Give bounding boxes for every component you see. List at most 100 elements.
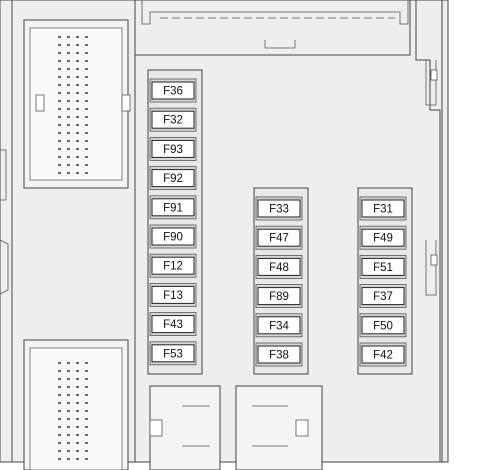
connector-pin (67, 92, 70, 94)
fuse-label: F13 (163, 290, 183, 302)
connector-pin (85, 116, 88, 118)
connector-pin (76, 140, 79, 142)
fuse-body (257, 345, 301, 364)
fuse-f91: F91 (149, 195, 197, 220)
connector-pin (67, 44, 70, 46)
connector-pin (58, 370, 61, 372)
connector-pin (67, 442, 70, 444)
connector-pin (67, 426, 70, 428)
fuse-f48: F48 (255, 254, 303, 279)
connector-pin (58, 410, 61, 412)
connector-pin (58, 68, 61, 70)
connector-pin (67, 100, 70, 102)
fuse-label: F32 (163, 115, 183, 127)
fuse-f33: F33 (255, 196, 303, 221)
connector-pin (76, 442, 79, 444)
connector-pin (67, 84, 70, 86)
connector-pin (85, 76, 88, 78)
connector-pin (58, 140, 61, 142)
fuse-body (151, 256, 195, 275)
fuse-label: F36 (163, 86, 183, 98)
fuse-body (151, 110, 195, 129)
connector-pin (67, 108, 70, 110)
fuse-f50: F50 (359, 313, 407, 338)
connector-pin (58, 148, 61, 150)
connector-pin (76, 394, 79, 396)
fuse-body (257, 199, 301, 218)
connector-pin (67, 418, 70, 420)
fuse-f34: F34 (255, 313, 303, 338)
connector-pin (58, 418, 61, 420)
connector-lower-left (23, 339, 129, 470)
fuse-f89: F89 (255, 284, 303, 309)
connector-pin (58, 434, 61, 436)
connector-pin (58, 76, 61, 78)
connector-pin (67, 148, 70, 150)
fuse-label: F91 (163, 202, 183, 214)
connector-pin (76, 386, 79, 388)
connector-pin (58, 164, 61, 166)
connector-pin (85, 426, 88, 428)
connector-pin (58, 450, 61, 452)
fuse-label: F49 (373, 233, 393, 245)
connector-pin (58, 116, 61, 118)
connector-pin (76, 148, 79, 150)
connector-pin (76, 92, 79, 94)
connector-pin (85, 60, 88, 62)
connector-pin (76, 76, 79, 78)
fuse-label: F51 (373, 262, 393, 274)
connector-pin (76, 426, 79, 428)
connector-pin (76, 84, 79, 86)
connector-pin (58, 378, 61, 380)
connector-pin (67, 124, 70, 126)
connector-pin (85, 442, 88, 444)
connector-pin (58, 132, 61, 134)
connector-pin (76, 164, 79, 166)
connector-pin (85, 140, 88, 142)
fuse-body (257, 287, 301, 306)
fuse-label: F90 (163, 232, 183, 244)
fuse-label: F12 (163, 261, 183, 273)
connector-pin (85, 418, 88, 420)
fuse-label: F50 (373, 320, 393, 332)
connector-pin (85, 370, 88, 372)
connector-pin (76, 36, 79, 38)
connector-pin (67, 164, 70, 166)
connector-pin (67, 68, 70, 70)
fuse-f53: F53 (149, 341, 197, 366)
connector-pin (76, 116, 79, 118)
connector-pin (76, 108, 79, 110)
connector-pin (76, 68, 79, 70)
fuse-label: F43 (163, 319, 183, 331)
connector-pin (76, 450, 79, 452)
connector-pin (67, 52, 70, 54)
fuse-label: F31 (373, 204, 393, 216)
connector-pin (58, 92, 61, 94)
connector-pin (76, 418, 79, 420)
fuse-body (151, 344, 195, 363)
connector-pin (85, 386, 88, 388)
connector-pin (85, 378, 88, 380)
fuse-f42: F42 (359, 342, 407, 367)
connector-pin (67, 410, 70, 412)
fuse-label: F34 (269, 320, 289, 332)
connector-pin (67, 362, 70, 364)
fuse-f13: F13 (149, 282, 197, 307)
fuse-body (151, 81, 195, 100)
fuse-f43: F43 (149, 312, 197, 337)
connector-pin (58, 394, 61, 396)
fuse-body (151, 169, 195, 188)
connector-pin (85, 402, 88, 404)
connector-pin (58, 458, 61, 460)
fuse-f51: F51 (359, 254, 407, 279)
fuse-body (361, 287, 405, 306)
fuse-body (257, 257, 301, 276)
connector-pin (85, 172, 88, 174)
fuse-f49: F49 (359, 225, 407, 250)
connector-pin (67, 434, 70, 436)
connector-pin (67, 36, 70, 38)
connector-pin (76, 458, 79, 460)
connector-pin (58, 402, 61, 404)
connector-pin (76, 362, 79, 364)
